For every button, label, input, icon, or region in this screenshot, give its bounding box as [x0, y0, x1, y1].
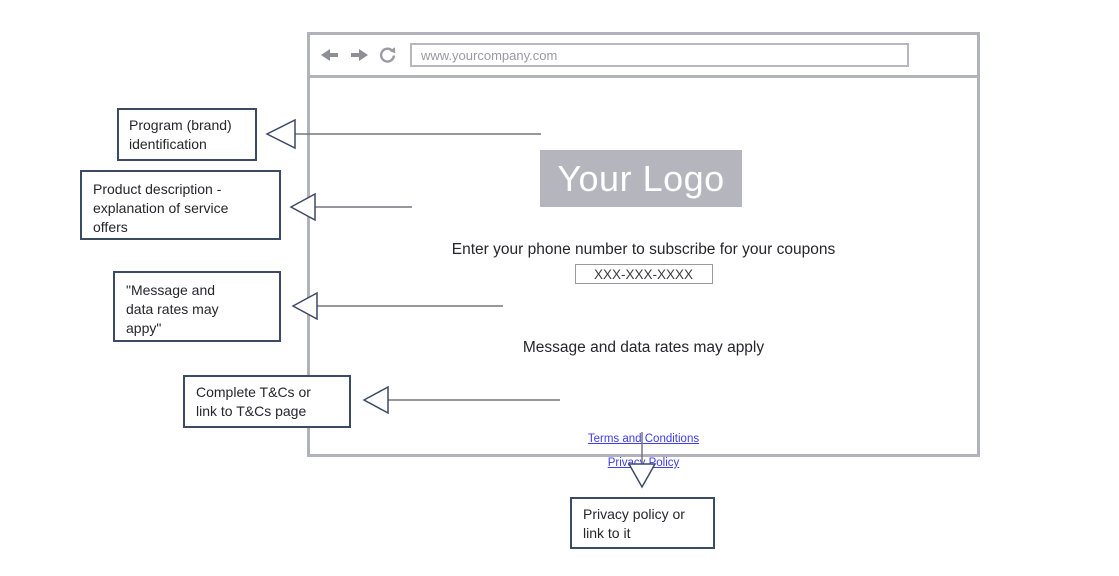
browser-window: Your Logo Enter your phone number to sub… — [307, 32, 980, 469]
terms-link-row: Terms and Conditions — [310, 433, 977, 445]
logo-placeholder: Your Logo — [540, 150, 742, 207]
subscribe-prompt: Enter your phone number to subscribe for… — [451, 241, 836, 258]
refresh-icon[interactable] — [378, 46, 397, 65]
phone-number-input[interactable] — [574, 264, 713, 284]
forward-icon[interactable] — [349, 47, 369, 63]
callout-complete-tcs: Complete T&Cs or link to T&Cs page — [183, 375, 351, 428]
privacy-link-row: Privacy Policy — [310, 457, 977, 469]
privacy-policy-link[interactable]: Privacy Policy — [607, 457, 680, 469]
callout-program-identification: Program (brand) identification — [117, 108, 257, 161]
browser-content: Your Logo Enter your phone number to sub… — [310, 78, 977, 469]
back-icon[interactable] — [320, 47, 340, 63]
address-bar-input[interactable] — [410, 43, 909, 67]
rates-notice: Message and data rates may apply — [522, 339, 765, 356]
browser-toolbar — [310, 35, 977, 78]
callout-privacy-policy: Privacy policy or link to it — [570, 497, 715, 549]
callout-message-rates: "Message and data rates may appy" — [113, 271, 281, 342]
callout-product-description: Product description - explanation of ser… — [80, 170, 281, 240]
terms-and-conditions-link[interactable]: Terms and Conditions — [587, 433, 700, 445]
